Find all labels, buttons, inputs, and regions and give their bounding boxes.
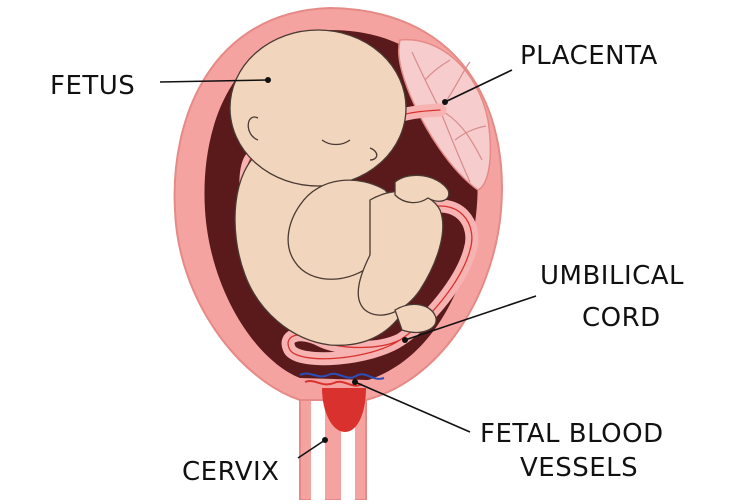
placenta — [398, 39, 492, 191]
fetus-head — [229, 29, 407, 187]
cervix-blood — [322, 388, 366, 432]
dot-fetus — [265, 77, 271, 83]
label-cervix: CERVIX — [182, 457, 280, 487]
label-placenta: PLACENTA — [520, 41, 658, 71]
fetus — [229, 29, 450, 346]
leader-lines — [159, 69, 537, 459]
fetus-eye — [321, 139, 351, 146]
dot-vessels — [352, 379, 358, 385]
leader-fetus — [159, 79, 269, 83]
label-fetal-blood: FETAL BLOOD — [480, 419, 664, 449]
fetal-blood-vessels — [299, 372, 385, 387]
fetus-foot — [394, 303, 437, 333]
dot-placenta — [442, 99, 448, 105]
leader-cord — [404, 295, 537, 341]
leader-placenta — [444, 69, 513, 103]
leader-vessels — [354, 381, 471, 433]
dot-cord — [402, 337, 408, 343]
dot-cervix — [322, 437, 328, 443]
fetus-ear — [247, 116, 259, 141]
label-fetus: FETUS — [50, 71, 136, 101]
fetus-nose — [369, 147, 378, 161]
label-cord: CORD — [582, 303, 661, 333]
fetus-hand — [394, 174, 450, 204]
label-vessels: VESSELS — [520, 453, 639, 483]
leader-cervix — [297, 439, 326, 459]
label-umbilical: UMBILICAL — [540, 261, 685, 291]
